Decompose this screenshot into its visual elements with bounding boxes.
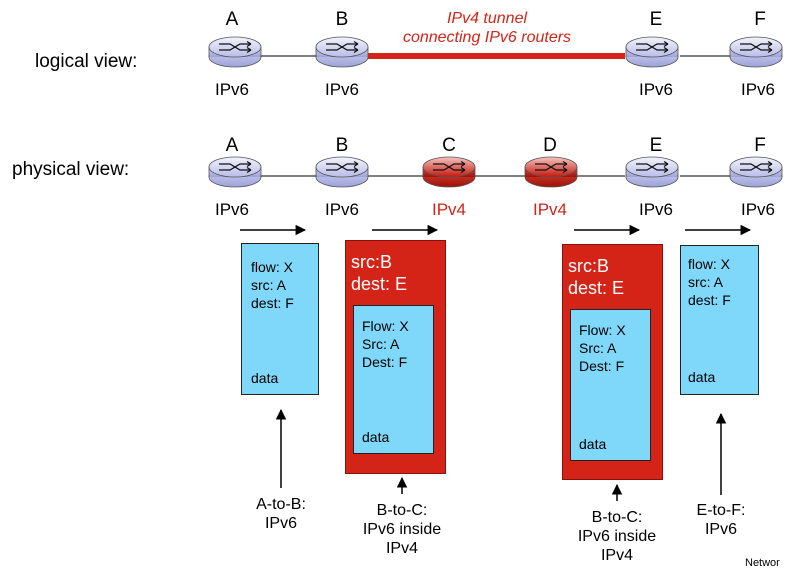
caption-line: IPv6 <box>704 521 737 538</box>
physical-router-f-letter: F <box>754 135 766 156</box>
physical-router-b-type: IPv6 <box>324 200 360 219</box>
caption-line: E-to-F: <box>696 502 746 519</box>
logical-router-e-icon <box>625 36 679 68</box>
physical-router-d-type: IPv4 <box>532 200 568 219</box>
ipv4-src-field: src:B <box>568 256 610 276</box>
caption-line: A-to-B: <box>256 496 306 513</box>
physical-view-label: physical view: <box>12 159 130 180</box>
caption-a-to-b: A-to-B: IPv6 <box>236 495 326 533</box>
router-cross-arrows-icon <box>740 161 773 173</box>
physical-router-c-letter: C <box>442 135 456 156</box>
packet-flow-field: Flow: X <box>579 322 626 338</box>
caption-b-to-c: B-to-C: IPv6 inside IPv4 <box>347 501 457 558</box>
physical-router-a-letter: A <box>225 135 239 156</box>
logical-router-f-icon <box>729 36 783 68</box>
physical-router-a-type: IPv6 <box>214 200 250 219</box>
logical-router-b-letter: B <box>335 9 349 30</box>
packet-src-field: Src: A <box>579 340 617 356</box>
tunnel-label-line1: IPv4 tunnel <box>446 10 528 27</box>
ipv4-dest-field: dest: E <box>351 274 408 294</box>
logical-view-label: logical view: <box>35 51 138 72</box>
packet-src-field: src: A <box>688 274 724 290</box>
packet-ipv6-a-to-b: flow: X src: A dest: F data <box>241 243 319 395</box>
router-cross-arrows-icon <box>636 41 669 53</box>
router-cross-arrows-icon <box>433 161 466 173</box>
packet-ipv6-inner-d-to-e: Flow: X Src: A Dest: F data <box>570 309 651 461</box>
caption-line: IPv6 inside <box>577 528 657 545</box>
physical-router-b-letter: B <box>335 135 349 156</box>
caption-b-to-c-second: B-to-C: IPv6 inside IPv4 <box>562 508 672 565</box>
logical-router-b-type: IPv6 <box>324 80 360 99</box>
router-cross-arrows-icon <box>326 161 359 173</box>
router-cross-arrows-icon <box>219 41 252 53</box>
packet-data-field: data <box>251 370 279 386</box>
ipv4-src-field: src:B <box>351 252 393 272</box>
logical-router-a-type: IPv6 <box>214 80 250 99</box>
physical-router-a-icon <box>208 156 262 188</box>
physical-router-f-type: IPv6 <box>740 200 776 219</box>
caption-line: IPv4 <box>600 547 633 564</box>
packet-dest-field: dest: F <box>688 292 731 308</box>
router-cross-arrows-icon <box>740 41 773 53</box>
logical-router-f-type: IPv6 <box>740 80 776 99</box>
caption-e-to-f: E-to-F: IPv6 <box>681 501 761 539</box>
logical-router-a-letter: A <box>225 9 239 30</box>
physical-router-c-icon <box>422 156 476 188</box>
packet-dest-field: dest: F <box>251 295 294 311</box>
packet-dest-field: Dest: F <box>579 358 625 374</box>
packet-data-field: data <box>579 436 607 452</box>
physical-router-d-letter: D <box>543 135 557 156</box>
physical-router-b-icon <box>315 156 369 188</box>
packet-ipv4-wrapper-d-to-e: src:B dest: E Flow: X Src: A Dest: F dat… <box>562 244 663 480</box>
caption-line: IPv6 inside <box>362 521 442 538</box>
logical-router-e-letter: E <box>649 9 663 30</box>
physical-router-c-type: IPv4 <box>431 200 467 219</box>
packet-data-field: data <box>362 429 390 445</box>
packet-src-field: src: A <box>251 277 287 293</box>
packet-data-field: data <box>688 369 716 385</box>
logical-router-a-icon <box>208 36 262 68</box>
caption-line: IPv6 <box>264 515 297 532</box>
packet-ipv6-e-to-f: flow: X src: A dest: F data <box>680 245 759 395</box>
packet-flow-field: Flow: X <box>362 318 409 334</box>
ipv4-dest-field: dest: E <box>568 278 625 298</box>
tunnel-label-line2: connecting IPv6 routers <box>402 29 572 46</box>
physical-router-f-icon <box>729 156 783 188</box>
router-cross-arrows-icon <box>219 161 252 173</box>
logical-router-f-letter: F <box>754 9 766 30</box>
router-cross-arrows-icon <box>535 161 568 173</box>
router-cross-arrows-icon <box>636 161 669 173</box>
router-cross-arrows-icon <box>326 41 359 53</box>
physical-router-e-icon <box>625 156 679 188</box>
packet-flow-field: flow: X <box>251 259 294 275</box>
physical-router-e-letter: E <box>649 135 663 156</box>
packet-ipv4-wrapper-b-to-c: src:B dest: E Flow: X Src: A Dest: F dat… <box>345 240 446 474</box>
logical-router-e-type: IPv6 <box>638 80 674 99</box>
logical-router-b-icon <box>315 36 369 68</box>
packet-flow-field: flow: X <box>688 256 731 272</box>
caption-line: IPv4 <box>385 540 418 557</box>
physical-router-e-type: IPv6 <box>638 200 674 219</box>
physical-router-d-icon <box>524 156 578 188</box>
caption-line: B-to-C: <box>591 509 643 526</box>
footer-text: Networ <box>745 557 780 569</box>
packet-src-field: Src: A <box>362 336 400 352</box>
packet-ipv6-inner-b-to-c: Flow: X Src: A Dest: F data <box>353 305 434 454</box>
caption-line: B-to-C: <box>376 502 428 519</box>
packet-dest-field: Dest: F <box>362 354 408 370</box>
